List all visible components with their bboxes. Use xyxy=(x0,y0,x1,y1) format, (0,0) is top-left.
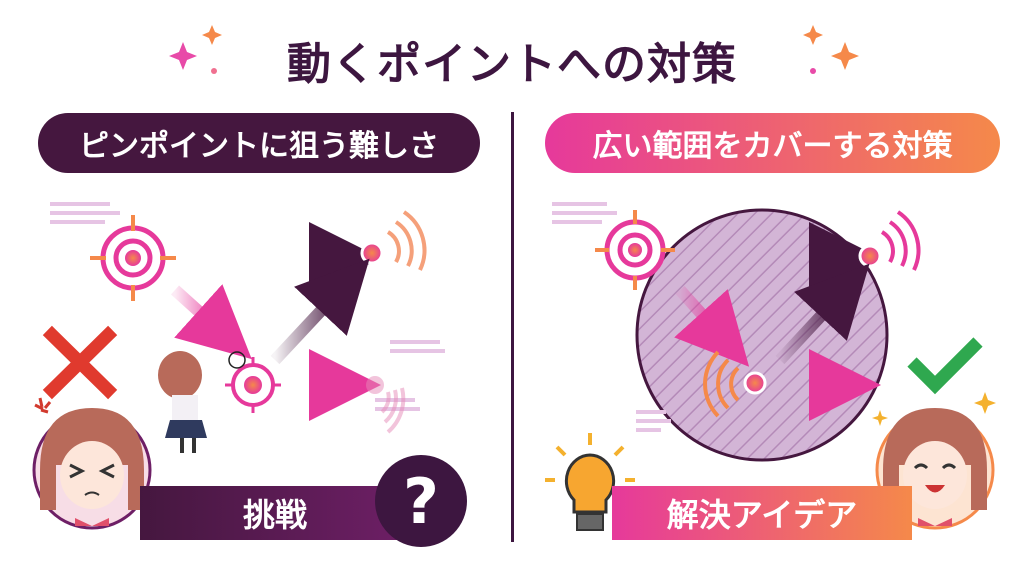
x-mark-icon xyxy=(42,325,118,400)
girl-character-figure xyxy=(158,351,207,453)
question-mark-badge: ? xyxy=(375,455,467,547)
arrow-up xyxy=(775,263,870,365)
moving-point-icon xyxy=(360,210,427,271)
text-placeholder-lines xyxy=(552,202,671,432)
challenge-label: 挑戦 xyxy=(140,486,410,540)
left-panel-header: ピンポイントに狙う難しさ xyxy=(38,113,480,173)
target-crosshair-icon xyxy=(90,215,176,301)
faded-point-icon xyxy=(366,376,406,434)
moving-point-icon xyxy=(703,350,767,418)
arrow-up xyxy=(270,258,370,365)
anger-mark-icon xyxy=(34,397,52,414)
panel-divider xyxy=(511,112,514,542)
target-crosshair-icon xyxy=(595,210,675,290)
target-crosshair-icon xyxy=(225,351,281,413)
sparkle-icon xyxy=(872,392,996,426)
moving-point-icon xyxy=(858,210,921,271)
sparkle-icon xyxy=(169,25,859,74)
right-panel-header: 広い範囲をカバーする対策 xyxy=(545,113,1000,173)
page-title: 動くポイントへの対策 xyxy=(287,39,737,90)
arrow-down xyxy=(170,284,252,360)
arrow-down xyxy=(674,285,750,367)
coverage-area xyxy=(635,208,889,462)
lightbulb-icon xyxy=(545,433,635,531)
frustrated-girl-avatar xyxy=(32,408,152,530)
check-mark-icon xyxy=(907,337,983,395)
solution-idea-label: 解決アイデア xyxy=(612,486,912,540)
